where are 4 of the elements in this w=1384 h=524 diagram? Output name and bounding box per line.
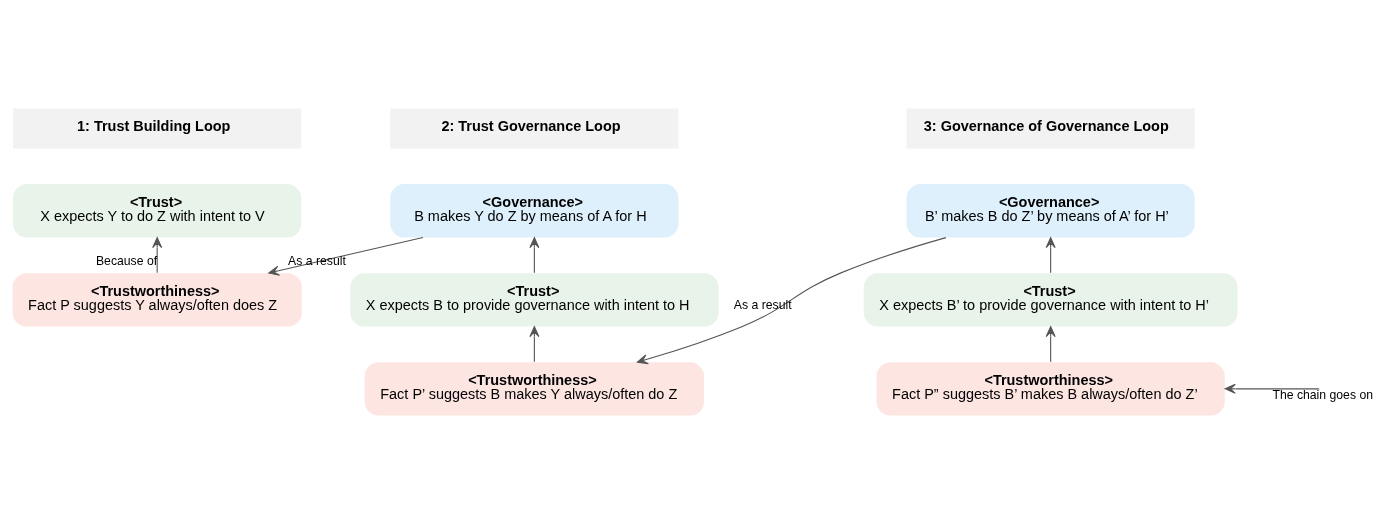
edge-label: The chain goes on xyxy=(1272,387,1373,402)
edge-label: As a result xyxy=(733,298,792,313)
edge-label: As a result xyxy=(288,254,346,269)
edge-label: Because of xyxy=(95,253,158,268)
